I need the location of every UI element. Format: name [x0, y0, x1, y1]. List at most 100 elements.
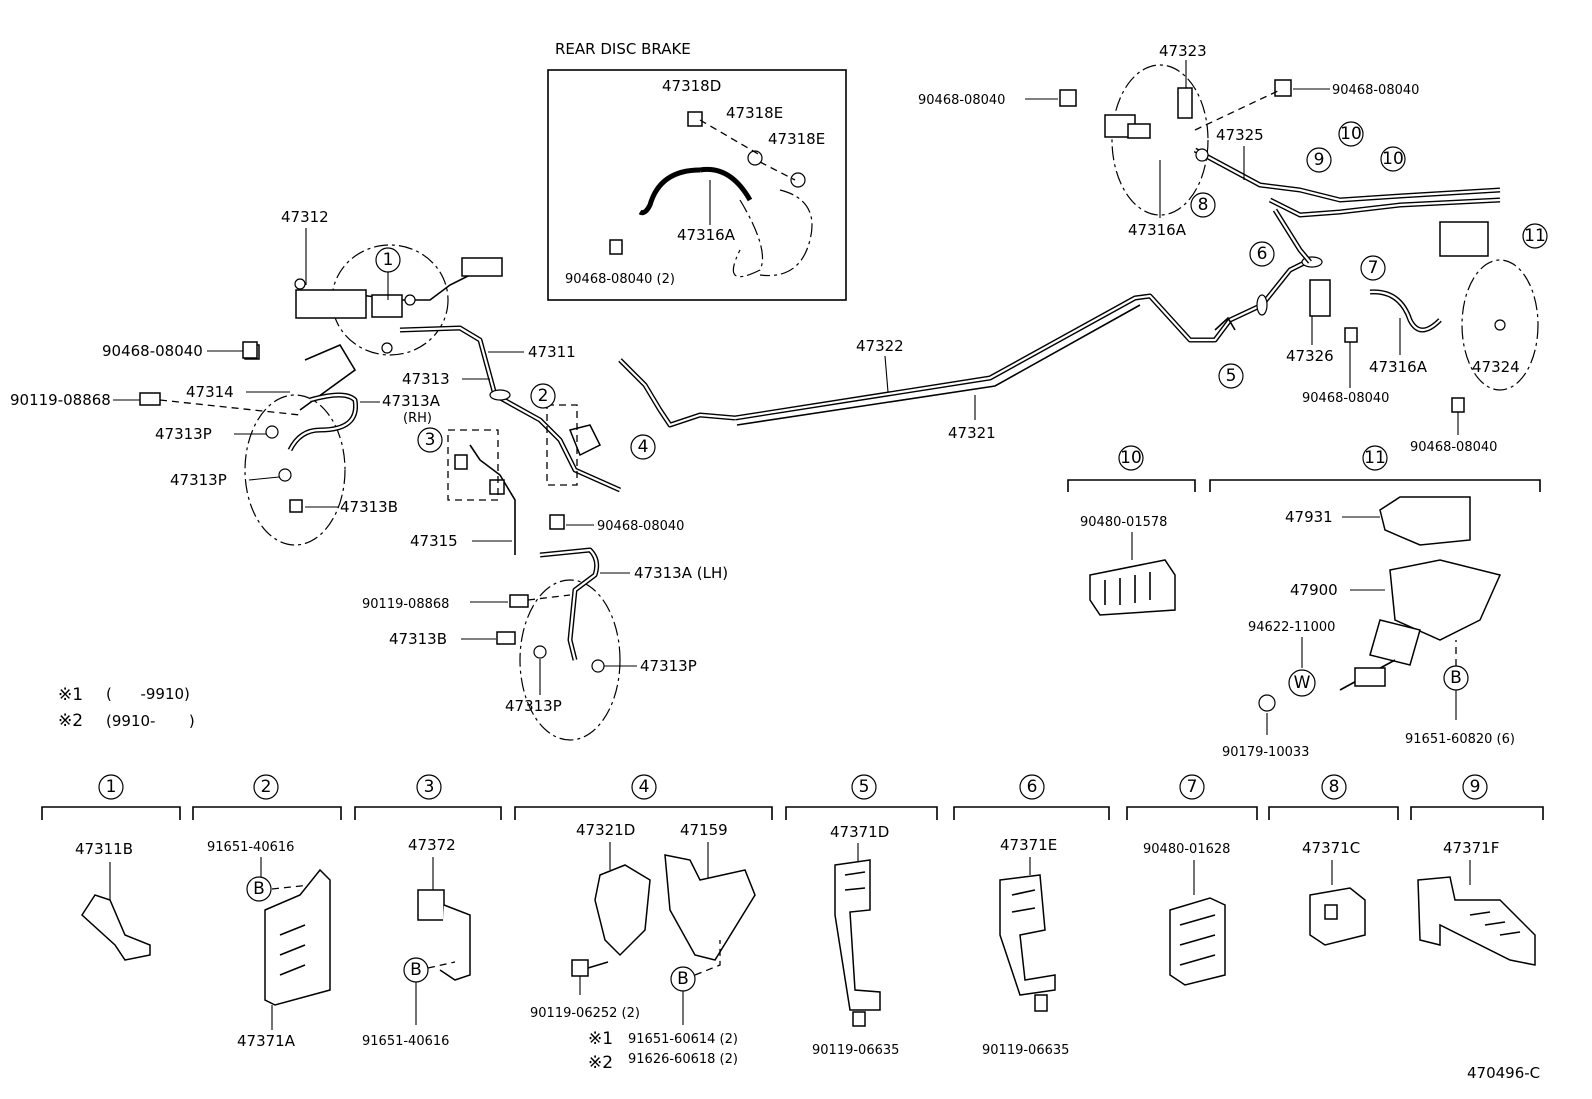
front-lh-disc	[519, 579, 621, 741]
label-47371C: 47371C	[1302, 839, 1360, 857]
callout-W	[1288, 669, 1316, 697]
label-90468-inset: 90468-08040 (2)	[565, 272, 675, 287]
union-bolt-rh	[139, 392, 161, 406]
svg-text:6: 6	[1027, 777, 1038, 797]
svg-text:4: 4	[638, 437, 649, 457]
label-47313P-c: 47313P	[640, 657, 697, 675]
part-47371E	[999, 874, 1056, 996]
lsp-valve-bracket	[1439, 221, 1489, 257]
label-47313B-b: 47313B	[389, 630, 447, 648]
callout-2	[530, 383, 556, 409]
label-90468-f: 90468-08040	[1410, 440, 1497, 455]
clamp-8-location	[1195, 148, 1209, 162]
label-47313P-d: 47313P	[505, 697, 562, 715]
inset-rear-disc-brake: REAR DISC BRAKE 47318D 47318E 47318E 473…	[547, 40, 847, 301]
clamp-90480-01578	[1089, 559, 1176, 616]
callout-9	[1306, 147, 1332, 173]
detail-group-8: 8 47371C	[1268, 774, 1399, 946]
lsp-bv-valve-47900	[1389, 559, 1502, 641]
label-47321: 47321	[948, 424, 996, 442]
part-47371F	[1417, 876, 1536, 966]
clamp-5-location	[1214, 316, 1236, 331]
callout-B-2	[246, 876, 272, 902]
front-lh-brake	[496, 514, 621, 741]
detail-group-3: 3 47372 B 91651-40616	[354, 774, 502, 1049]
svg-text:4: 4	[639, 777, 650, 797]
label-47900: 47900	[1290, 581, 1338, 599]
label-47315: 47315	[410, 532, 458, 550]
svg-text:7: 7	[1187, 777, 1198, 797]
label-47313A-lh: 47313A (LH)	[634, 564, 728, 582]
note-1-mark: ※1	[58, 685, 83, 705]
main-rear-pipes	[734, 256, 1323, 426]
group-10: 10 90480-01578	[1067, 445, 1196, 616]
callout-10-b	[1380, 146, 1406, 172]
label-91626-60618: 91626-60618 (2)	[628, 1052, 738, 1067]
label-47312: 47312	[281, 208, 329, 226]
label-90119-06635-a: 90119-06635	[812, 1043, 899, 1058]
hose-47313A-lh	[539, 547, 600, 661]
callout-4	[630, 434, 656, 460]
part-47372	[417, 889, 445, 921]
label-47316A-c: 47316A	[1369, 358, 1428, 376]
nut-90179	[1258, 694, 1276, 712]
detail-group-5: 5 47371D 90119-06635	[785, 774, 938, 1058]
label-90468-b: 90468-08040	[597, 519, 684, 534]
svg-text:9: 9	[1470, 777, 1481, 797]
clip-90468-d	[1274, 79, 1292, 97]
svg-text:2: 2	[261, 777, 272, 797]
label-91651-60820: 91651-60820 (6)	[1405, 732, 1515, 747]
inset-banjo-bolt	[687, 111, 703, 127]
note-2-mark: ※2	[58, 711, 83, 731]
label-47313: 47313	[402, 370, 450, 388]
label-47323: 47323	[1159, 42, 1207, 60]
svg-text:6: 6	[1257, 244, 1268, 264]
callout-8	[1190, 192, 1216, 218]
callout-7	[1360, 255, 1386, 281]
inset-gasket-b	[790, 172, 806, 188]
label-94622: 94622-11000	[1248, 620, 1335, 635]
detail-group-1: 1 47311B	[41, 774, 181, 961]
front-rh-disc	[244, 394, 346, 546]
main-callouts: 1 2 3 4 5 6 7 8 9 10 10 11	[375, 121, 1548, 460]
label-47318E-b: 47318E	[768, 130, 825, 148]
master-cylinder	[295, 289, 367, 319]
part-47371D	[834, 859, 881, 1011]
label-47371F: 47371F	[1443, 839, 1499, 857]
label-47159: 47159	[680, 821, 728, 839]
pipe-47311	[618, 358, 736, 428]
proportioning-valve	[568, 424, 602, 457]
bracket-47326	[1309, 279, 1331, 317]
label-47316A-b: 47316A	[1128, 221, 1187, 239]
front-rh-brake	[139, 344, 359, 546]
svg-text:B: B	[410, 960, 422, 980]
note-2-text: (9910- )	[106, 712, 195, 730]
label-47371D: 47371D	[830, 823, 889, 841]
detail-group-6: 6 47371E 90119-06635	[953, 774, 1110, 1058]
clamp-2-location	[489, 389, 511, 401]
callout-3	[417, 427, 443, 453]
svg-text:5: 5	[859, 777, 870, 797]
part-47311B	[81, 894, 151, 961]
svg-text:5: 5	[1226, 366, 1237, 386]
part-47321D	[594, 864, 651, 957]
part-47159	[664, 854, 756, 961]
label-47322: 47322	[856, 337, 904, 355]
label-47325: 47325	[1216, 126, 1264, 144]
label-47324: 47324	[1472, 358, 1520, 376]
svg-text:7: 7	[1368, 258, 1379, 278]
callout-10-a	[1338, 121, 1364, 147]
label-47321D: 47321D	[576, 821, 635, 839]
detail-group-4: 4 47321D 47159 90119-06252 (2) B ※1 9165…	[514, 774, 773, 1073]
label-90480-01578: 90480-01578	[1080, 515, 1167, 530]
booster-pushrod	[461, 257, 503, 277]
rear-rh-disc	[1111, 64, 1209, 216]
svg-text:1: 1	[106, 777, 117, 797]
label-90119-06635-b: 90119-06635	[982, 1043, 1069, 1058]
label-47313P-b: 47313P	[170, 471, 227, 489]
label-90468-d: 90468-08040	[1332, 83, 1419, 98]
label-47311B: 47311B	[75, 840, 133, 858]
inset-gasket-a	[747, 150, 763, 166]
label-47318E-a: 47318E	[726, 104, 783, 122]
rear-lh-disc	[1461, 259, 1539, 391]
